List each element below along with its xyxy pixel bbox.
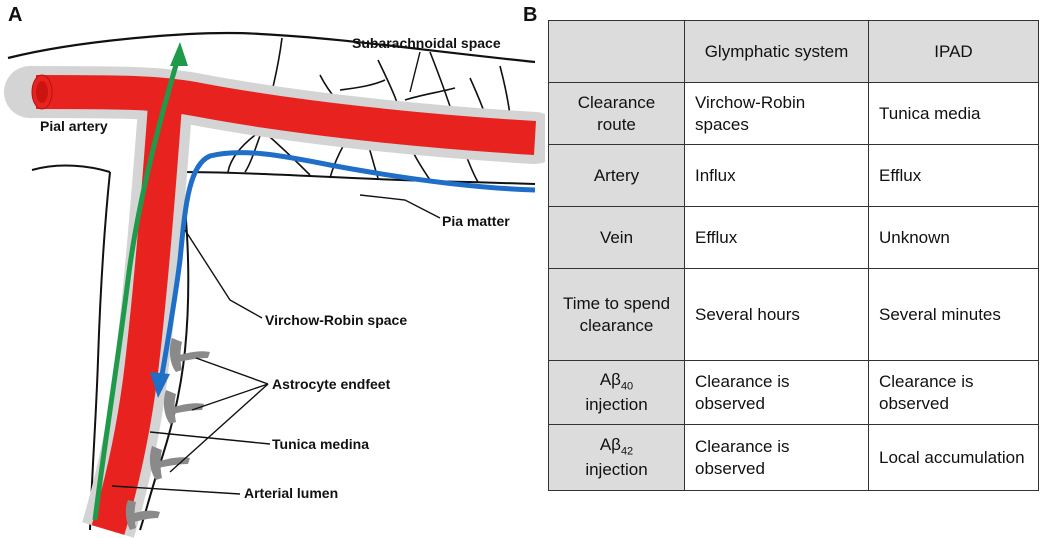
- row-label-tail: injection: [585, 460, 647, 479]
- pia-line-left: [32, 166, 110, 172]
- label-astrocyte-endfeet: Astrocyte endfeet: [272, 376, 391, 392]
- row-label: Time to spend clearance: [549, 269, 685, 361]
- table-row: Aβ42 injection Clearance is observed Loc…: [549, 425, 1039, 491]
- cell-glymphatic: Influx: [685, 145, 869, 207]
- cell-ipad: Unknown: [869, 207, 1039, 269]
- table-row: Aβ40 injection Clearance is observed Cle…: [549, 361, 1039, 425]
- cell-glymphatic: Virchow-Robin spaces: [685, 83, 869, 145]
- comparison-table: Glymphatic system IPAD Clearance route V…: [548, 20, 1039, 491]
- label-pial-artery: Pial artery: [40, 118, 108, 134]
- row-label-main: Aβ: [600, 435, 621, 454]
- efflux-arrow: [162, 153, 535, 375]
- row-label: Aβ42 injection: [549, 425, 685, 491]
- table-header-row: Glymphatic system IPAD: [549, 21, 1039, 83]
- table-row: Vein Efflux Unknown: [549, 207, 1039, 269]
- glymphatic-diagram: Subarachnoidal space Pial artery Pia mat…: [0, 0, 545, 538]
- cell-ipad: Efflux: [869, 145, 1039, 207]
- table-header-glymphatic: Glymphatic system: [685, 21, 869, 83]
- cell-ipad: Clearance is observed: [869, 361, 1039, 425]
- cell-ipad: Local accumulation: [869, 425, 1039, 491]
- cell-glymphatic: Efflux: [685, 207, 869, 269]
- row-label: Vein: [549, 207, 685, 269]
- label-pia-matter: Pia matter: [442, 213, 510, 229]
- cell-ipad: Several minutes: [869, 269, 1039, 361]
- table-row: Clearance route Virchow-Robin spaces Tun…: [549, 83, 1039, 145]
- row-label-subscript: 40: [621, 381, 633, 393]
- row-label: Artery: [549, 145, 685, 207]
- table-row: Time to spend clearance Several hours Se…: [549, 269, 1039, 361]
- row-label-main: Aβ: [600, 370, 621, 389]
- table-header-empty: [549, 21, 685, 83]
- cell-glymphatic: Clearance is observed: [685, 425, 869, 491]
- label-virchow-robin-space: Virchow-Robin space: [265, 312, 407, 328]
- label-tunica-medina: Tunica medina: [272, 436, 369, 452]
- influx-arrowhead: [170, 42, 188, 66]
- label-subarachnoid-space: Subarachnoidal space: [352, 35, 501, 51]
- pial-artery-inner: [36, 81, 48, 103]
- label-arterial-lumen: Arterial lumen: [244, 485, 338, 501]
- cell-glymphatic: Several hours: [685, 269, 869, 361]
- comparison-table-container: Glymphatic system IPAD Clearance route V…: [548, 20, 1038, 490]
- cell-glymphatic: Clearance is observed: [685, 361, 869, 425]
- pia-line-right: [180, 172, 535, 184]
- table-row: Artery Influx Efflux: [549, 145, 1039, 207]
- row-label-subscript: 42: [621, 446, 633, 458]
- row-label: Clearance route: [549, 83, 685, 145]
- cell-ipad: Tunica media: [869, 83, 1039, 145]
- row-label-tail: injection: [585, 395, 647, 414]
- table-header-ipad: IPAD: [869, 21, 1039, 83]
- row-label: Aβ40 injection: [549, 361, 685, 425]
